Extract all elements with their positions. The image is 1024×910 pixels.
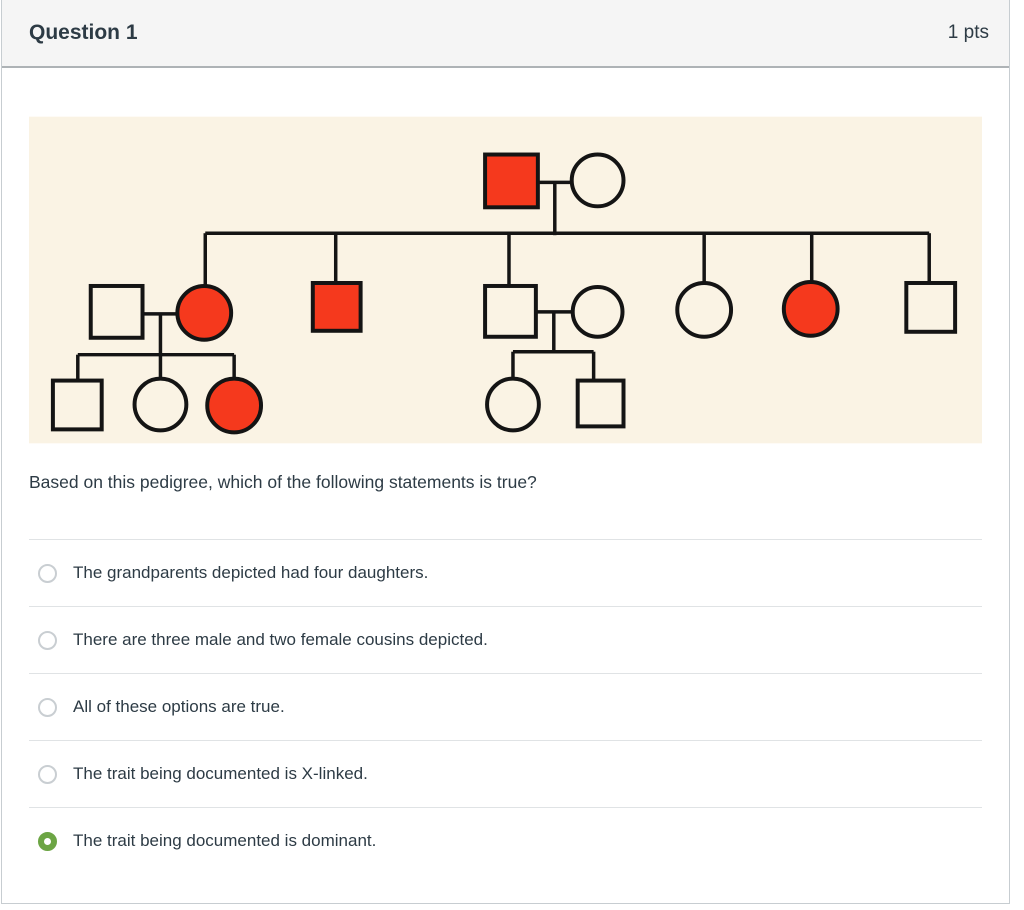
answer-option-4[interactable]: The trait being documented is X-linked. (29, 740, 982, 807)
question-title: Question 1 (29, 21, 138, 44)
answer-label: The trait being documented is dominant. (73, 831, 377, 850)
pedigree-image (29, 116, 982, 444)
question-points: 1 pts (947, 22, 989, 43)
answer-label: The grandparents depicted had four daugh… (73, 563, 429, 582)
radio-button[interactable] (38, 764, 57, 784)
answer-list: The grandparents depicted had four daugh… (29, 539, 982, 874)
radio-button[interactable] (38, 697, 57, 717)
radio-button[interactable] (38, 831, 57, 851)
pedigree-svg (29, 116, 982, 444)
answer-option-2[interactable]: There are three male and two female cous… (29, 606, 982, 673)
radio-button[interactable] (38, 563, 57, 583)
answer-option-5[interactable]: The trait being documented is dominant. (29, 807, 982, 874)
answer-option-1[interactable]: The grandparents depicted had four daugh… (29, 539, 982, 606)
answer-label: There are three male and two female cous… (73, 630, 488, 649)
question-body: Based on this pedigree, which of the fol… (2, 116, 1009, 874)
question-header: Question 1 1 pts (2, 0, 1009, 68)
radio-button[interactable] (38, 630, 57, 650)
question-card: Question 1 1 pts Based on this pedigree,… (1, 0, 1010, 904)
answer-label: All of these options are true. (73, 697, 285, 716)
question-text: Based on this pedigree, which of the fol… (29, 472, 537, 492)
answer-option-3[interactable]: All of these options are true. (29, 673, 982, 740)
answer-label: The trait being documented is X-linked. (73, 764, 368, 783)
